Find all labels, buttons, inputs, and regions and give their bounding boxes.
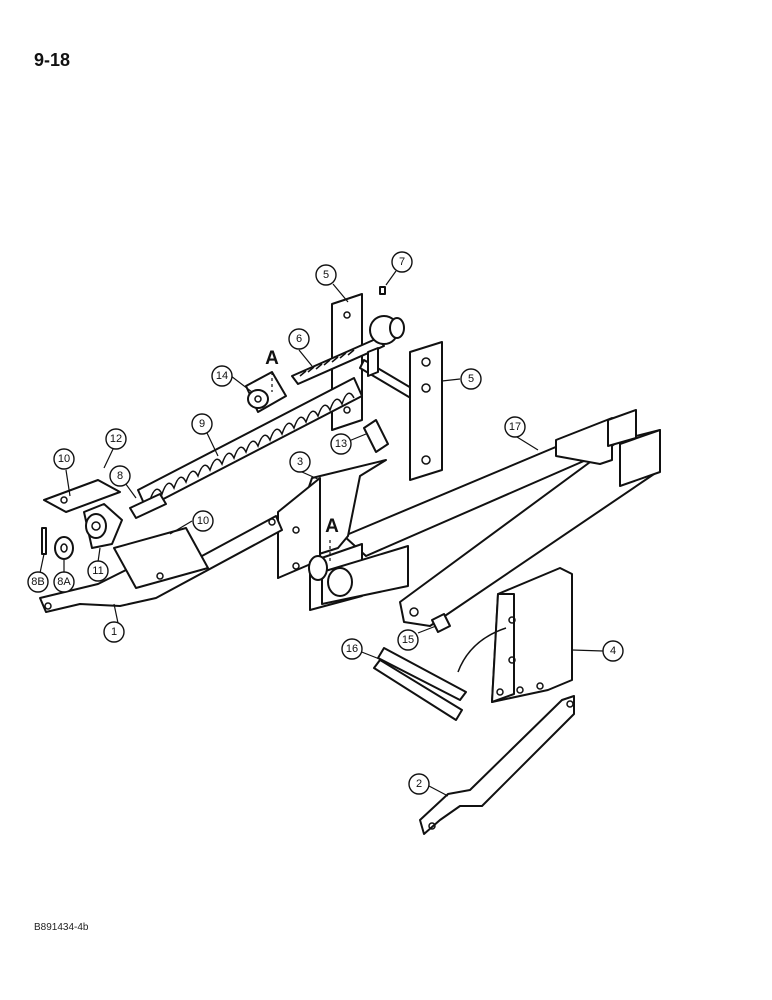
svg-text:8: 8 bbox=[117, 470, 123, 482]
pins-part-16 bbox=[373, 647, 467, 721]
svg-text:13: 13 bbox=[335, 438, 347, 450]
svg-text:12: 12 bbox=[110, 433, 122, 445]
bracket-part-4 bbox=[457, 567, 573, 703]
bracket-part-3 bbox=[277, 459, 387, 579]
callout-13: 13 bbox=[330, 433, 352, 455]
callout-8: 8 bbox=[109, 465, 131, 487]
callout-4: 4 bbox=[602, 640, 624, 662]
block-part-14 bbox=[245, 371, 287, 413]
washer-part-8a bbox=[54, 536, 74, 560]
callout-3: 3 bbox=[289, 451, 311, 473]
plate-part-10-lower bbox=[113, 527, 209, 589]
svg-text:8A: 8A bbox=[57, 576, 71, 588]
svg-text:10: 10 bbox=[197, 515, 209, 527]
callout-16: 16 bbox=[341, 638, 363, 660]
pin-part-13 bbox=[363, 419, 389, 453]
callout-10-upper: 10 bbox=[53, 448, 75, 470]
plate-part-10-upper bbox=[43, 479, 121, 513]
arm-part-1 bbox=[39, 515, 283, 613]
cotter-pin-part-8b bbox=[41, 527, 47, 555]
bushing-part-15 bbox=[431, 613, 451, 633]
threaded-rod-part-6 bbox=[291, 337, 385, 385]
callout-10-lower: 10 bbox=[192, 510, 214, 532]
t-pin bbox=[359, 347, 419, 401]
svg-text:4: 4 bbox=[610, 645, 616, 657]
callout-8a: 8A bbox=[53, 571, 75, 593]
svg-text:5: 5 bbox=[323, 269, 329, 281]
callout-6: 6 bbox=[288, 328, 310, 350]
callout-15: 15 bbox=[397, 629, 419, 651]
arm-part-2 bbox=[419, 695, 575, 835]
svg-text:6: 6 bbox=[296, 333, 302, 345]
svg-text:17: 17 bbox=[509, 421, 521, 433]
svg-text:3: 3 bbox=[297, 456, 303, 468]
pin-part-8 bbox=[129, 493, 167, 519]
figure-code: B891434-4b bbox=[34, 922, 89, 933]
callout-9: 9 bbox=[191, 413, 213, 435]
svg-text:5: 5 bbox=[468, 373, 474, 385]
svg-text:16: 16 bbox=[346, 643, 358, 655]
page-number: 9-18 bbox=[34, 50, 71, 70]
callout-7: 7 bbox=[391, 251, 413, 273]
lever-handle bbox=[397, 154, 535, 334]
callout-8b: 8B bbox=[27, 571, 49, 593]
svg-text:1: 1 bbox=[111, 626, 117, 638]
callout-11: 11 bbox=[87, 560, 109, 582]
callout-5-top: 5 bbox=[315, 264, 337, 286]
svg-text:8B: 8B bbox=[31, 576, 44, 588]
svg-text:7: 7 bbox=[399, 256, 405, 268]
svg-text:2: 2 bbox=[416, 778, 422, 790]
callout-1: 1 bbox=[103, 621, 125, 643]
callout-2: 2 bbox=[408, 773, 430, 795]
svg-text:11: 11 bbox=[92, 565, 103, 577]
pivot-block-part-11 bbox=[83, 503, 123, 549]
callout-14: 14 bbox=[211, 365, 233, 387]
callout-5-right: 5 bbox=[460, 368, 482, 390]
svg-text:15: 15 bbox=[402, 634, 414, 646]
pivot-collar-part-7 bbox=[369, 286, 405, 345]
svg-text:9: 9 bbox=[199, 418, 205, 430]
frame-part-17 bbox=[343, 409, 661, 627]
callout-12: 12 bbox=[105, 428, 127, 450]
svg-text:14: 14 bbox=[216, 370, 228, 382]
reference-letter-a-top: A bbox=[265, 348, 279, 369]
pivot-plates bbox=[308, 543, 409, 611]
svg-text:10: 10 bbox=[58, 453, 70, 465]
plate-part-5-right bbox=[409, 341, 443, 481]
callout-17: 17 bbox=[504, 416, 526, 438]
reference-letter-a-bottom: A bbox=[325, 516, 339, 537]
